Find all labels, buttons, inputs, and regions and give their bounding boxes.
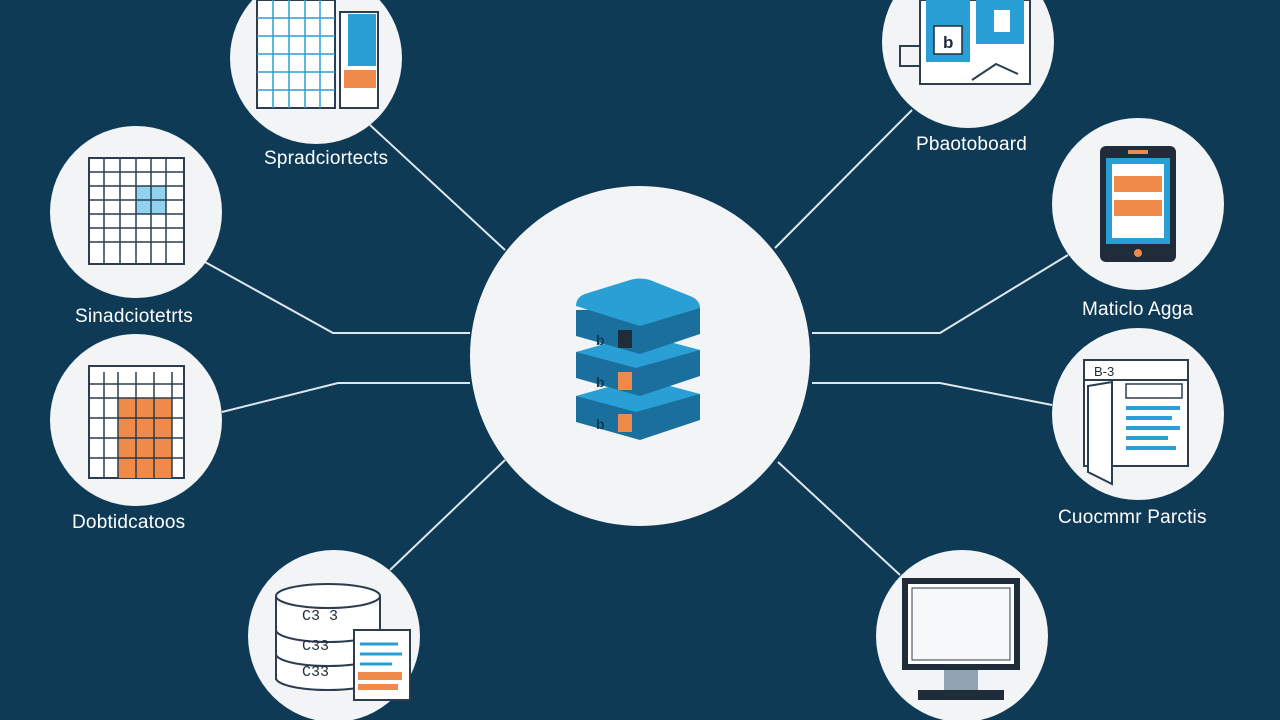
node-label-spreadsheets-top: Spradciortects bbox=[264, 148, 389, 169]
connector-spreadsheets-top bbox=[369, 124, 506, 251]
table-grid-icon bbox=[88, 157, 185, 265]
document-label: B-3 bbox=[1094, 364, 1114, 379]
node-spreadsheets-left[interactable] bbox=[50, 126, 222, 298]
hub-layer-label: b bbox=[596, 374, 605, 390]
tablet-icon bbox=[1100, 146, 1176, 262]
database-stack-icon: b b b bbox=[576, 278, 700, 440]
node-label-customer-portals: Cuocmmr Parctis bbox=[1058, 507, 1207, 528]
monitor-icon bbox=[902, 578, 1020, 700]
node-databases[interactable] bbox=[50, 334, 222, 506]
node-label-dashboard: Pbaotoboard bbox=[916, 134, 1028, 155]
node-monitor[interactable] bbox=[876, 550, 1048, 720]
disk-label: C33 bbox=[302, 664, 329, 681]
hub-node: b b b bbox=[470, 186, 810, 526]
connector-monitor bbox=[777, 461, 901, 576]
connector-storage bbox=[389, 459, 506, 571]
dashboard-panel-label: b bbox=[943, 33, 953, 52]
connector-dashboard bbox=[774, 109, 913, 249]
connector-mobile-apps bbox=[812, 254, 1069, 334]
node-customer-portals[interactable]: B-3 bbox=[1052, 328, 1224, 500]
document-panel-icon: B-3 bbox=[1083, 359, 1189, 486]
node-label-spreadsheets-left: Sinadciotetrts bbox=[75, 306, 193, 327]
node-mobile-apps[interactable] bbox=[1052, 118, 1224, 290]
node-label-databases: Dobtidcatoos bbox=[72, 512, 186, 533]
node-storage[interactable]: C3 3 C33 C33 bbox=[248, 550, 420, 720]
database-report-icon: C3 3 C33 C33 bbox=[275, 583, 411, 701]
disk-label: C3 3 bbox=[302, 608, 338, 625]
connector-customer-portals bbox=[812, 382, 1053, 406]
node-label-mobile-apps: Maticlo Agga bbox=[1082, 299, 1194, 320]
connectors bbox=[204, 109, 1069, 576]
hub-layer-label: b bbox=[596, 332, 605, 348]
connector-spreadsheets-left bbox=[204, 261, 470, 334]
connector-databases bbox=[221, 382, 470, 413]
node-dashboard[interactable]: b bbox=[882, 0, 1054, 128]
hub-layer-label: b bbox=[596, 416, 605, 432]
disk-label: C33 bbox=[302, 638, 329, 655]
spreadsheet-grid-icon bbox=[256, 0, 379, 109]
bar-table-icon bbox=[88, 365, 185, 479]
dashboard-screen-icon: b bbox=[899, 0, 1031, 85]
node-spreadsheets-top[interactable] bbox=[230, 0, 402, 144]
